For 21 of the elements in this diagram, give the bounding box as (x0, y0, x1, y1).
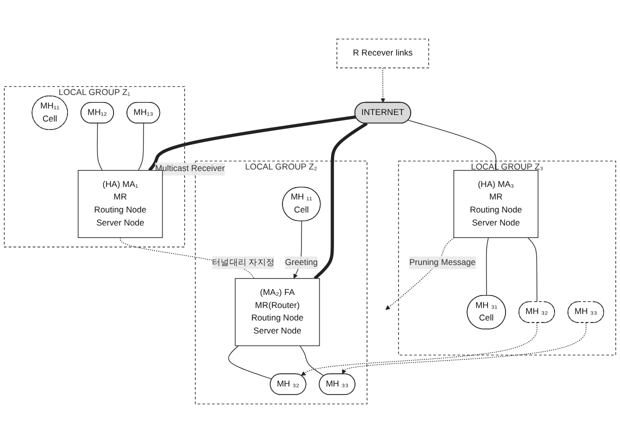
connector (528, 237, 538, 302)
edge-label: Greeting (285, 258, 318, 268)
edge-label: 터널대리 자지정 (212, 258, 274, 268)
arrow (380, 68, 386, 103)
node-box: (HA) MA₁ MR Routing Node Server Node (78, 170, 163, 238)
arrow (301, 322, 538, 376)
connector (408, 120, 496, 171)
edge-label: Pruning Message (409, 258, 476, 268)
connector (300, 345, 324, 376)
connector (314, 122, 368, 280)
connector (148, 115, 356, 172)
node-box: R Recever links (336, 38, 430, 68)
node-box: (HA) MA₃ MR Routing Node Server Node (453, 170, 538, 238)
arrow (342, 322, 586, 374)
arrow (385, 237, 454, 310)
connector (96, 123, 103, 171)
connector (228, 345, 272, 380)
connector (138, 123, 144, 171)
connector (486, 237, 489, 296)
node-box: (MA₂) FA MR(Router) Routing Node Server Node (234, 278, 320, 346)
edge-label: Multicast Receiver (155, 164, 225, 174)
